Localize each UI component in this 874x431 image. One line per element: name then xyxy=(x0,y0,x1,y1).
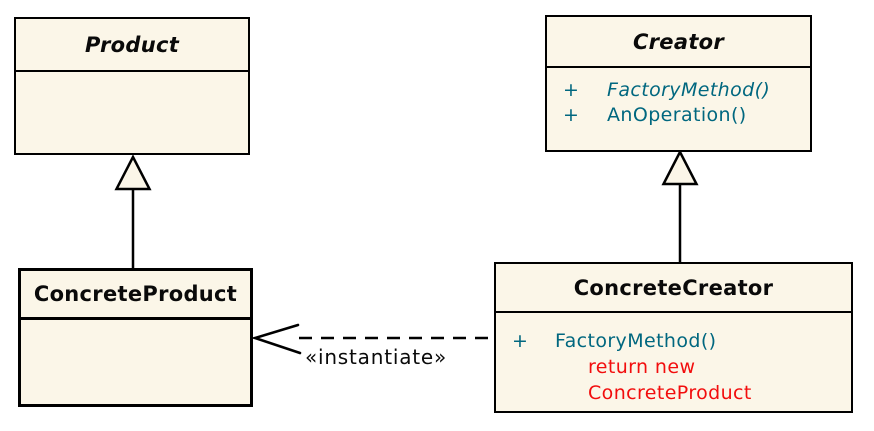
visibility-plus: + xyxy=(512,330,529,352)
class-body-concrete-creator: + FactoryMethod() return new ConcretePro… xyxy=(496,313,851,406)
method-name: AnOperation() xyxy=(607,103,747,126)
class-title-product: Product xyxy=(16,19,248,72)
generalization-arrow-product xyxy=(114,154,152,270)
class-body-creator: + FactoryMethod() + AnOperation() xyxy=(547,68,810,127)
generalization-arrow-creator xyxy=(661,149,699,264)
class-box-concrete-product: ConcreteProduct xyxy=(18,268,253,407)
method-name: FactoryMethod() xyxy=(607,78,771,101)
method-anoperation: + AnOperation() xyxy=(563,102,810,127)
pseudocode-concrete-product: ConcreteProduct xyxy=(588,382,752,404)
class-title-concrete-product: ConcreteProduct xyxy=(21,271,250,320)
class-box-product: Product xyxy=(14,17,250,155)
class-box-concrete-creator: ConcreteCreator + FactoryMethod() return… xyxy=(494,262,853,413)
method-factorymethod: + FactoryMethod() xyxy=(563,77,810,102)
visibility-plus: + xyxy=(563,103,580,126)
class-title-concrete-creator: ConcreteCreator xyxy=(496,264,851,313)
visibility-plus: + xyxy=(563,78,580,101)
method-name: FactoryMethod() xyxy=(555,330,717,352)
pseudocode-return-new: return new xyxy=(588,356,696,378)
class-box-creator: Creator + FactoryMethod() + AnOperation(… xyxy=(545,15,812,152)
instantiate-stereotype-label: «instantiate» xyxy=(304,345,448,369)
method-factorymethod: + FactoryMethod() xyxy=(512,328,851,354)
class-title-creator: Creator xyxy=(547,17,810,68)
